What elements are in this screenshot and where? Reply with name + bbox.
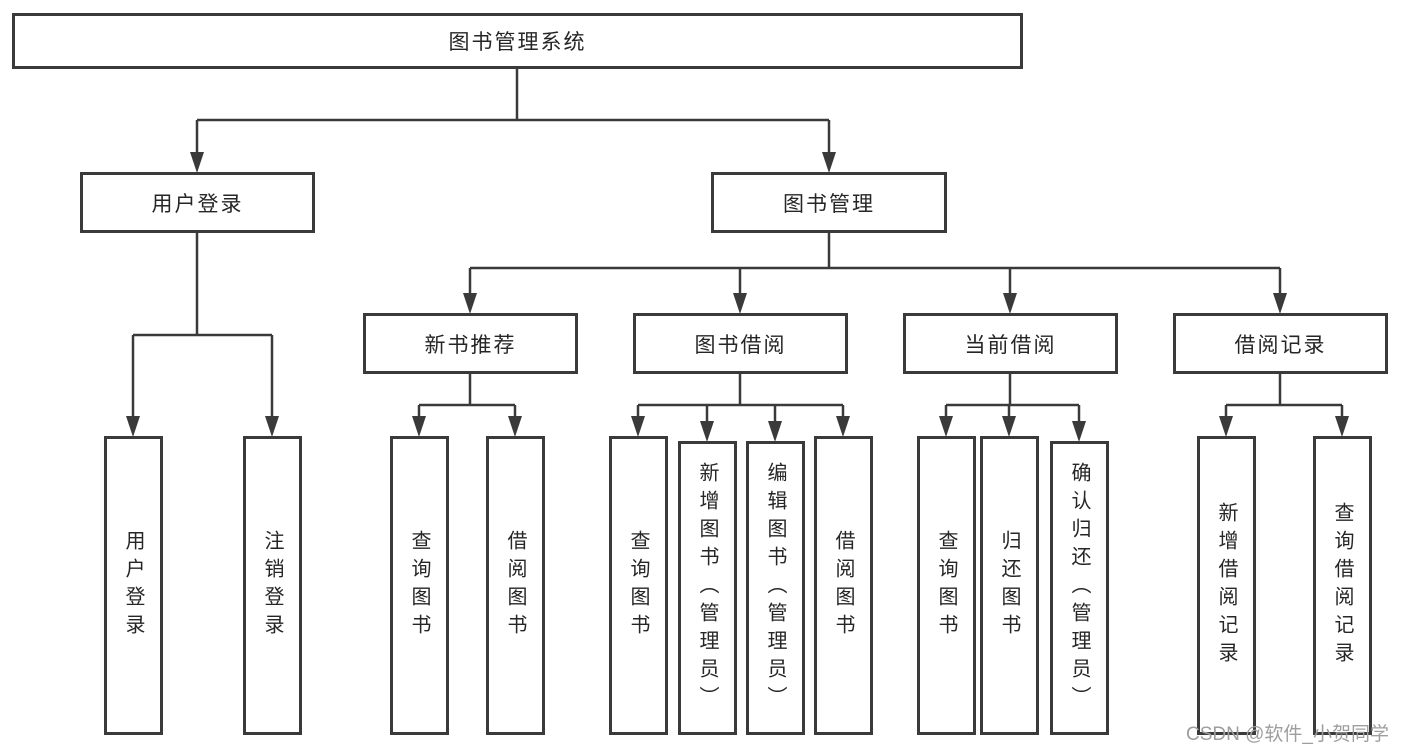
- leaf-confirm-return-admin-label: 确认归还（管理员）: [1068, 462, 1090, 714]
- node-new-book-recommend-label: 新书推荐: [424, 333, 517, 357]
- leaf-add-borrow-record-label: 新增借阅记录: [1215, 501, 1237, 670]
- leaf-logout: 注销登录: [243, 436, 302, 735]
- leaf-add-borrow-record: 新增借阅记录: [1197, 436, 1256, 735]
- leaf-user-login: 用户登录: [104, 436, 163, 735]
- leaf-borrow-books-1: 借阅图书: [486, 436, 545, 735]
- node-book-borrowing-label: 图书借阅: [694, 333, 787, 357]
- node-book-borrowing: 图书借阅: [633, 313, 848, 374]
- leaf-return-books: 归还图书: [980, 436, 1039, 735]
- node-borrowing-records-label: 借阅记录: [1234, 333, 1327, 357]
- node-root: 图书管理系统: [12, 13, 1023, 69]
- leaf-query-books-1-label: 查询图书: [408, 529, 430, 642]
- node-current-borrowing-label: 当前借阅: [964, 333, 1057, 357]
- leaf-query-books-2-label: 查询图书: [627, 529, 649, 642]
- leaf-add-book-admin: 新增图书（管理员）: [678, 441, 737, 735]
- leaf-return-books-label: 归还图书: [998, 529, 1020, 642]
- node-borrowing-records: 借阅记录: [1173, 313, 1388, 374]
- leaf-query-books-3: 查询图书: [917, 436, 976, 735]
- leaf-query-books-1: 查询图书: [390, 436, 449, 735]
- leaf-confirm-return-admin: 确认归还（管理员）: [1050, 441, 1109, 735]
- leaf-edit-book-admin: 编辑图书（管理员）: [746, 441, 805, 735]
- node-user-login: 用户登录: [80, 172, 315, 233]
- leaf-user-login-label: 用户登录: [122, 529, 144, 642]
- node-book-management: 图书管理: [711, 172, 947, 233]
- node-new-book-recommend: 新书推荐: [363, 313, 578, 374]
- csdn-watermark: CSDN @软件_小贺同学: [1186, 724, 1389, 745]
- leaf-borrow-books-1-label: 借阅图书: [504, 529, 526, 642]
- leaf-query-books-3-label: 查询图书: [935, 529, 957, 642]
- leaf-borrow-books-2-label: 借阅图书: [832, 529, 854, 642]
- leaf-logout-label: 注销登录: [261, 529, 283, 642]
- node-book-management-label: 图书管理: [783, 192, 875, 216]
- leaf-query-books-2: 查询图书: [609, 436, 668, 735]
- leaf-borrow-books-2: 借阅图书: [814, 436, 873, 735]
- leaf-edit-book-admin-label: 编辑图书（管理员）: [764, 462, 786, 714]
- leaf-query-borrow-record-label: 查询借阅记录: [1331, 501, 1353, 670]
- node-user-login-label: 用户登录: [151, 192, 244, 216]
- node-root-label: 图书管理系统: [448, 31, 587, 54]
- leaf-query-borrow-record: 查询借阅记录: [1313, 436, 1372, 735]
- leaf-add-book-admin-label: 新增图书（管理员）: [696, 462, 718, 714]
- node-current-borrowing: 当前借阅: [903, 313, 1118, 374]
